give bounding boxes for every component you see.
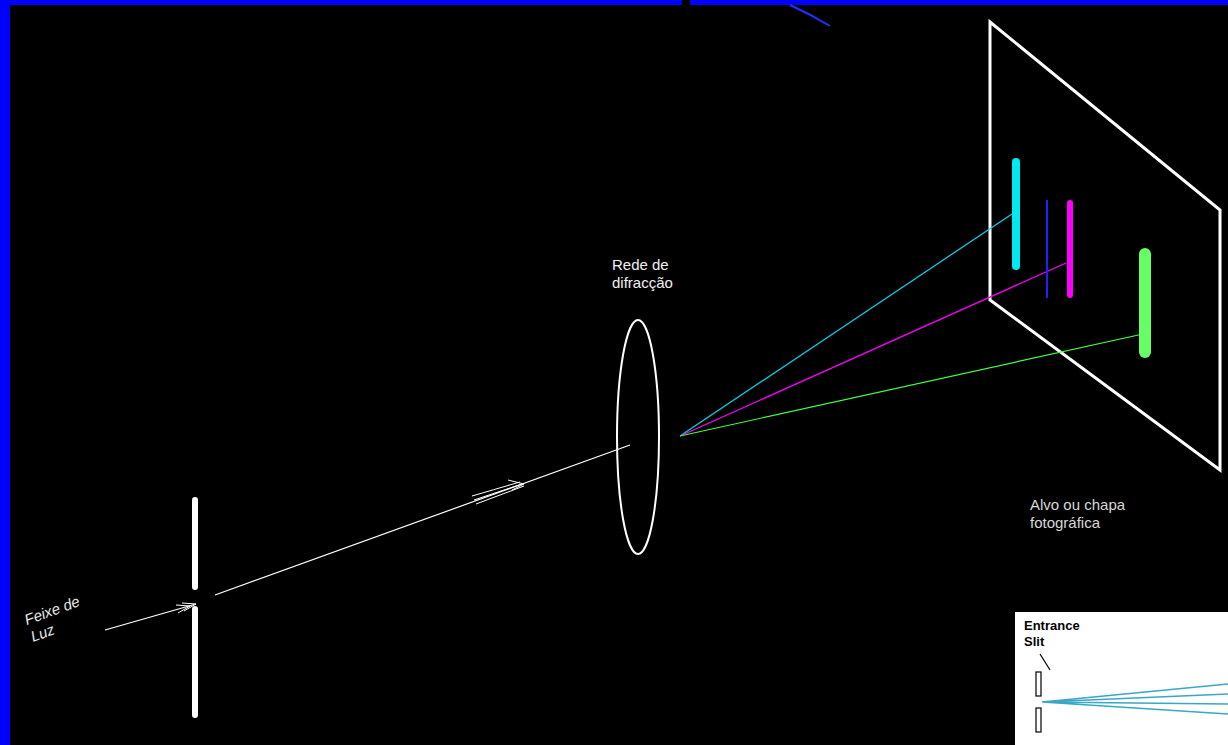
diffraction-grating (617, 320, 659, 554)
blue-line (1046, 200, 1048, 298)
slit-bar (1036, 708, 1041, 732)
green-ray (680, 334, 1143, 436)
beam-label: Feixe de Luz (22, 588, 100, 646)
magenta-line (1067, 200, 1073, 298)
inset-ground (1015, 612, 1228, 745)
leader-line (1040, 654, 1050, 670)
inset-label: Entrance Slit (1024, 618, 1094, 649)
inset-ray (1042, 684, 1228, 714)
magenta-ray (680, 263, 1066, 436)
slit-bar (192, 606, 198, 718)
cyan-line (1012, 158, 1020, 270)
light-beam (215, 445, 630, 595)
spectrometer-inset (1015, 612, 1228, 745)
screen-plate (990, 22, 1220, 470)
grating-label: Rede de difracção (612, 256, 692, 292)
frame-bar (0, 0, 10, 745)
beam-arrow (472, 480, 524, 504)
frame-bar (690, 0, 1228, 5)
green-line (1139, 248, 1151, 358)
frame-bar (0, 0, 682, 5)
cyan-ray (680, 212, 1015, 436)
light-beam (105, 604, 196, 630)
screen-label: Alvo ou chapa fotográfica (1030, 496, 1150, 532)
slit-bar (192, 497, 198, 590)
frame-curve (790, 5, 830, 26)
slit-bar (1036, 672, 1041, 696)
